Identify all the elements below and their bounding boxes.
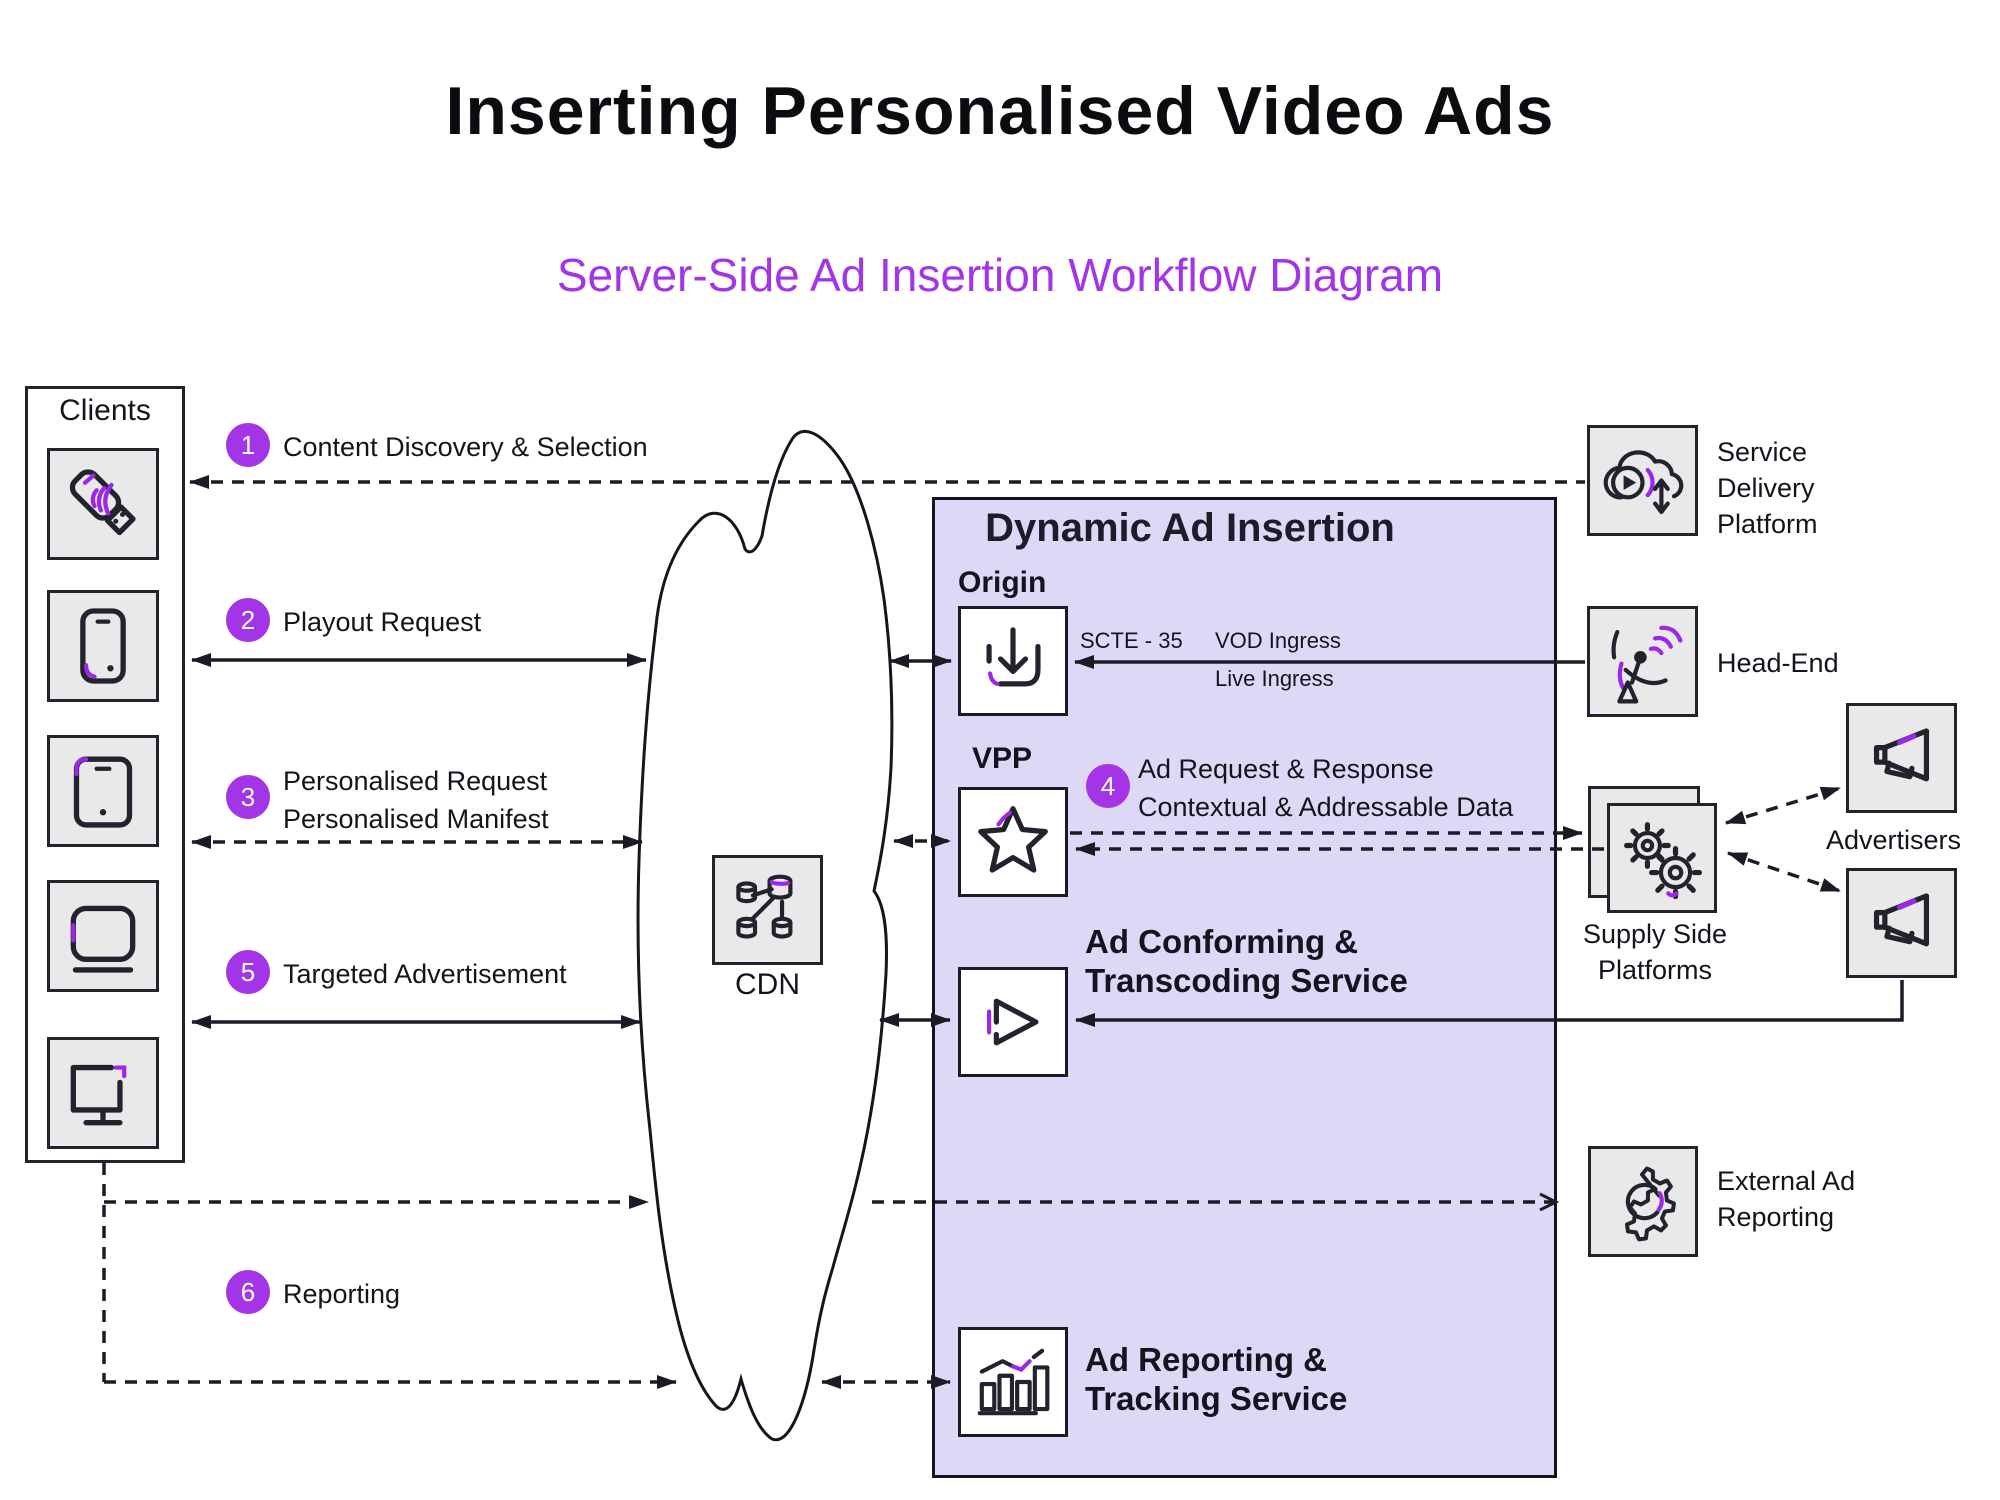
step-number: 6 (240, 1276, 256, 1307)
cdn-label: CDN (735, 968, 800, 1001)
client-tile-smart-tv (47, 880, 159, 992)
step-label-3: Personalised Request Personalised Manife… (283, 762, 549, 838)
smartphone-icon (80, 608, 126, 684)
step-label-2: Playout Request (283, 607, 482, 637)
clients-label: Clients (59, 394, 151, 427)
megaphone-icon (1873, 893, 1930, 947)
ad-tracking-line2: Tracking Service (1085, 1380, 1348, 1417)
service-delivery-platform-node (1587, 425, 1698, 536)
tablet-icon (73, 756, 133, 828)
step-label-5: Targeted Advertisement (283, 959, 567, 989)
page-subtitle: Server-Side Ad Insertion Workflow Diagra… (556, 249, 1444, 301)
step-label-3-line2: Personalised Manifest (283, 804, 549, 834)
service-delivery-platform-icon (1603, 450, 1684, 515)
client-tile-usb (47, 448, 159, 560)
step-badge-6: 6 (226, 1270, 270, 1314)
step-badge-4: 4 (1086, 764, 1130, 808)
advertiser-node-top (1846, 703, 1957, 813)
ad-tracking-label: Ad Reporting & Tracking Service (1085, 1340, 1347, 1418)
step-badge-2: 2 (226, 598, 270, 642)
vpp-node (958, 787, 1068, 897)
desktop-monitor-icon (70, 1064, 127, 1126)
head-end-label: Head-End (1717, 648, 1839, 678)
usb-streaming-stick-icon (69, 469, 136, 536)
client-tile-smartphone (47, 590, 159, 702)
client-tile-monitor (47, 1037, 159, 1149)
client-tile-tablet (47, 735, 159, 847)
step-number: 3 (240, 781, 256, 812)
ad-conforming-line1: Ad Conforming & (1085, 923, 1359, 960)
step-number: 4 (1100, 770, 1116, 801)
external-ad-reporting-label: External Ad Reporting (1717, 1163, 1855, 1235)
play-transcode-icon (987, 998, 1039, 1046)
smart-tv-icon (70, 905, 136, 973)
step-badge-5: 5 (226, 950, 270, 994)
db-top-right (767, 874, 793, 900)
sdp-line3: Platform (1717, 509, 1818, 539)
page-title: Inserting Personalised Video Ads (445, 73, 1555, 149)
step-label-4-line1: Ad Request & Response (1138, 754, 1434, 784)
cdn-node (712, 855, 823, 965)
external-line1: External Ad (1717, 1166, 1856, 1196)
step-number: 2 (240, 604, 256, 635)
bar-chart-icon (977, 1348, 1050, 1416)
ssp-line1: Supply Side (1582, 919, 1728, 949)
vpp-star-icon (978, 806, 1048, 873)
ad-tracking-node (958, 1327, 1068, 1437)
db-bottom-left (736, 916, 758, 939)
ad-conforming-line2: Transcoding Service (1085, 962, 1408, 999)
service-delivery-platform-label: Service Delivery Platform (1717, 434, 1818, 542)
live-ingress-label: Live Ingress (1215, 666, 1334, 691)
db-bottom-right (771, 916, 793, 939)
step-label-6: Reporting (283, 1279, 401, 1309)
step-number: 1 (240, 429, 256, 460)
ad-tracking-line1: Ad Reporting & (1085, 1341, 1327, 1378)
ssp-line2: Platforms (1597, 955, 1713, 985)
origin-node (958, 606, 1068, 716)
ad-conforming-label: Ad Conforming & Transcoding Service (1085, 922, 1408, 1000)
dai-panel-title: Dynamic Ad Insertion (985, 506, 1395, 550)
supply-side-platforms-gears-icon (1624, 822, 1703, 900)
ssp-node (1607, 803, 1717, 913)
step-label-4: Ad Request & Response Contextual & Addre… (1138, 750, 1513, 826)
origin-label: Origin (958, 566, 1047, 599)
gear-large (1649, 846, 1703, 900)
sdp-line2: Delivery (1717, 473, 1815, 503)
sdp-line1: Service (1717, 437, 1808, 467)
external-ad-reporting-node (1588, 1146, 1698, 1257)
vod-ingress-label: VOD Ingress (1215, 628, 1341, 653)
origin-download-icon (986, 627, 1041, 687)
megaphone-icon (1873, 728, 1930, 782)
external-reporting-gear-icon (1624, 1166, 1676, 1242)
step-label-3-line1: Personalised Request (283, 766, 548, 796)
step-label-1: Content Discovery & Selection (283, 432, 648, 462)
step-badge-3: 3 (226, 775, 270, 819)
vpp-label: VPP (972, 742, 1033, 775)
ad-conforming-node (958, 967, 1068, 1077)
advertiser-node-bottom (1846, 868, 1957, 978)
db-top-left (736, 881, 758, 904)
step-number: 5 (240, 956, 256, 987)
step-label-4-line2: Contextual & Addressable Data (1138, 792, 1514, 822)
step-badge-1: 1 (226, 423, 270, 467)
cdn-database-network-icon (736, 874, 793, 939)
advertisers-label: Advertisers (1826, 825, 1962, 855)
head-end-satellite-icon (1611, 625, 1683, 704)
external-line2: Reporting (1717, 1202, 1835, 1232)
head-end-node (1587, 606, 1698, 717)
scte-35-label: SCTE - 35 (1080, 628, 1183, 653)
ssp-label: Supply Side Platforms (1565, 916, 1745, 988)
